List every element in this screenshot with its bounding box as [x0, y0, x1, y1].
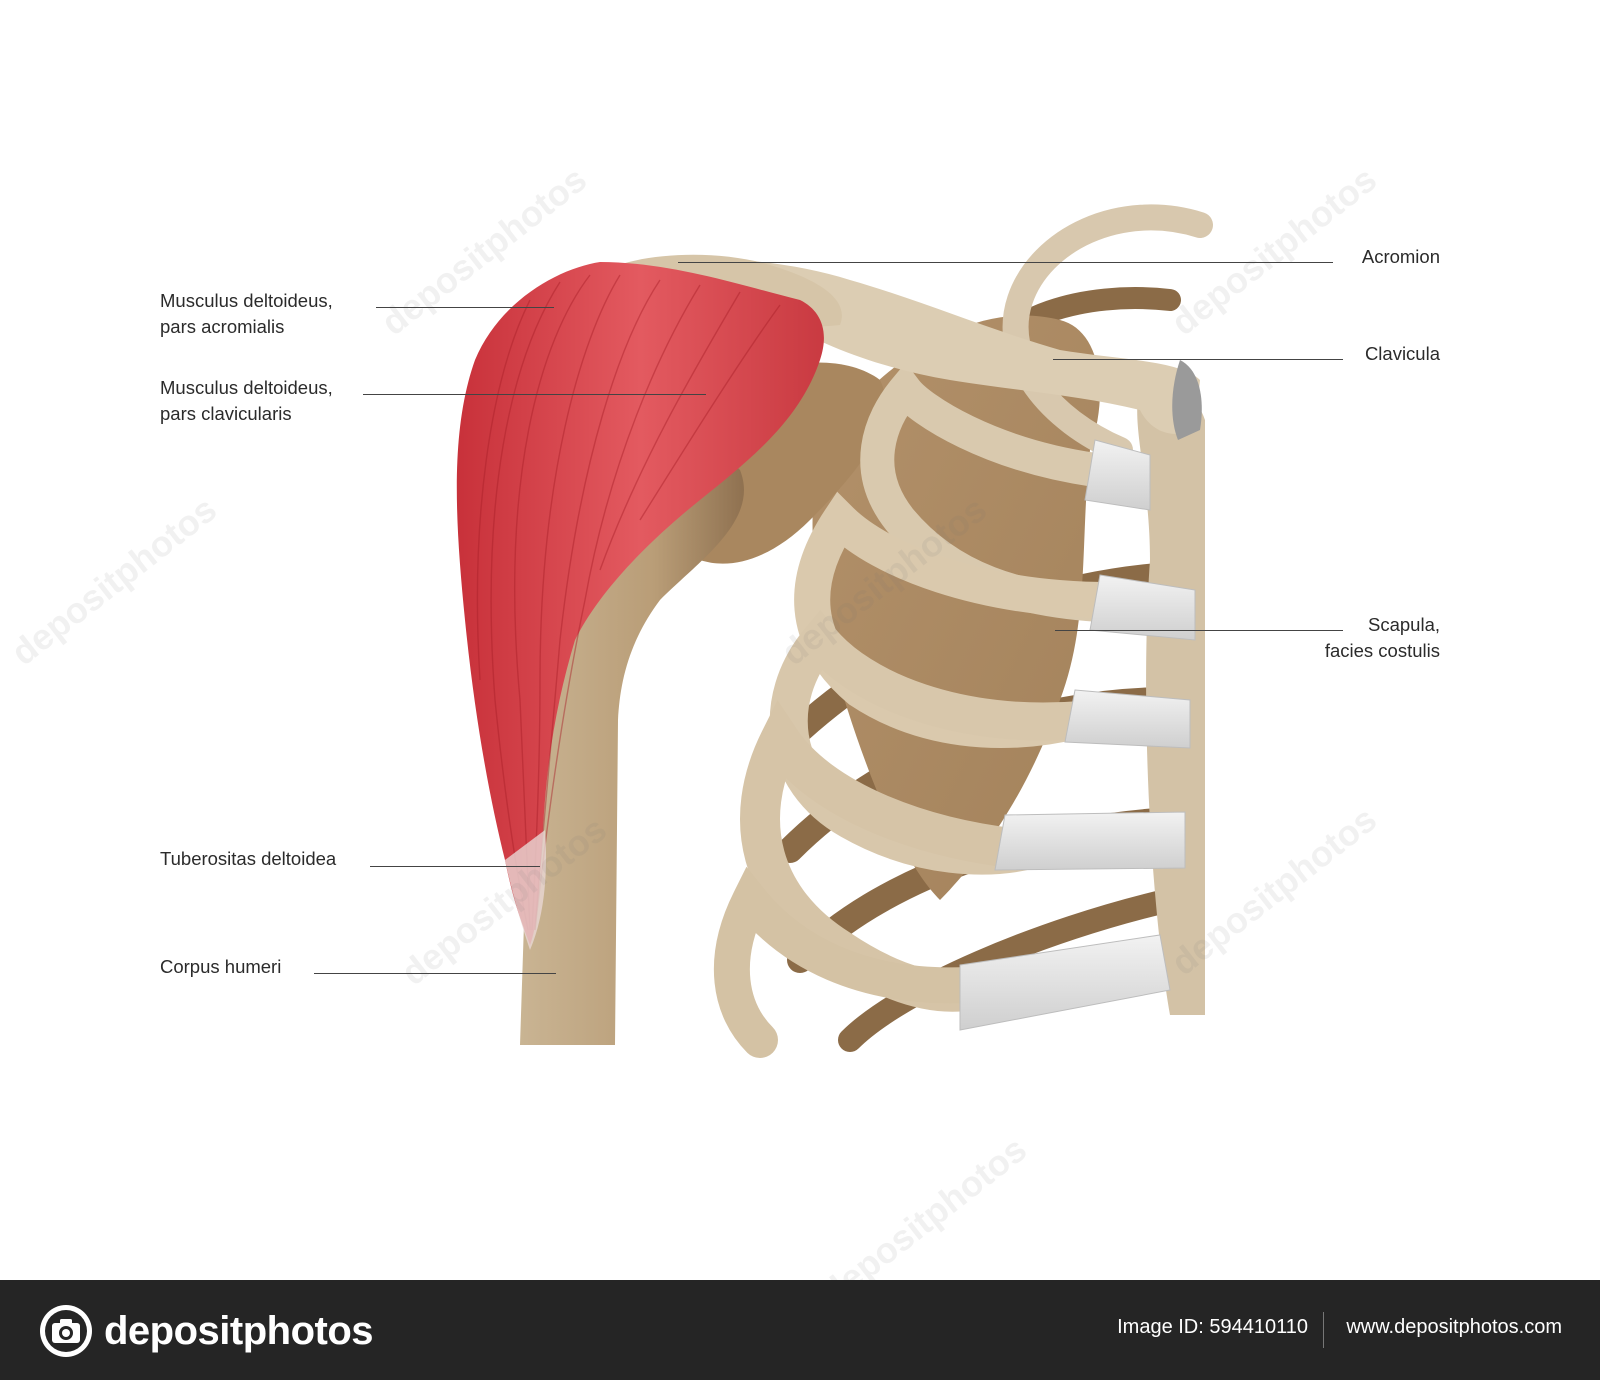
label-deltoid-clavicularis: Musculus deltoideus, pars clavicularis — [160, 375, 333, 427]
leader-deltoid-acromialis — [376, 307, 554, 308]
footer-divider — [1323, 1312, 1324, 1348]
label-scapula-line1: Scapula, — [1368, 614, 1440, 635]
brand-logo[interactable]: depositphotos — [38, 1304, 374, 1358]
sternoclavicular-joint — [1172, 360, 1202, 440]
leader-acromion — [678, 262, 1333, 263]
label-tuberositas-deltoidea: Tuberositas deltoidea — [160, 848, 337, 869]
label-scapula-line2: facies costulis — [1324, 640, 1440, 661]
label-deltoid-acromialis-line1: Musculus deltoideus, — [160, 290, 333, 311]
label-clavicula: Clavicula — [1364, 343, 1440, 364]
label-corpus-humeri: Corpus humeri — [160, 956, 282, 977]
leader-deltoid-clavicularis — [363, 394, 706, 395]
deltoid-tendon-shape — [505, 830, 547, 950]
deltoid-muscle-shape — [456, 262, 824, 945]
label-deltoid-acromialis-line2: pars acromialis — [160, 316, 285, 337]
costal-cartilages — [959, 439, 1196, 1031]
deltoid-fibers — [476, 274, 781, 931]
site-url-link[interactable]: www.depositphotos.com — [1346, 1316, 1562, 1338]
label-acromion: Acromion — [1361, 246, 1440, 267]
image-id-text: Image ID: 594410110 — [1117, 1316, 1308, 1338]
leader-tuberositas-deltoidea — [370, 866, 540, 867]
label-deltoid-acromialis: Musculus deltoideus, pars acromialis — [160, 288, 333, 340]
anterior-ribs — [713, 204, 1213, 1058]
label-scapula: Scapula, facies costulis — [1325, 612, 1440, 664]
brand-name: depositphotos — [104, 1308, 374, 1353]
leader-scapula — [1055, 630, 1343, 631]
leader-clavicula — [1053, 359, 1343, 360]
footer-bar: depositphotos Image ID: 594410110 www.de… — [0, 1280, 1600, 1380]
label-deltoid-clavicularis-line2: pars clavicularis — [160, 403, 292, 424]
leader-corpus-humeri — [314, 973, 556, 974]
label-deltoid-clavicularis-line1: Musculus deltoideus, — [160, 377, 333, 398]
camera-logo-icon — [40, 1305, 92, 1357]
